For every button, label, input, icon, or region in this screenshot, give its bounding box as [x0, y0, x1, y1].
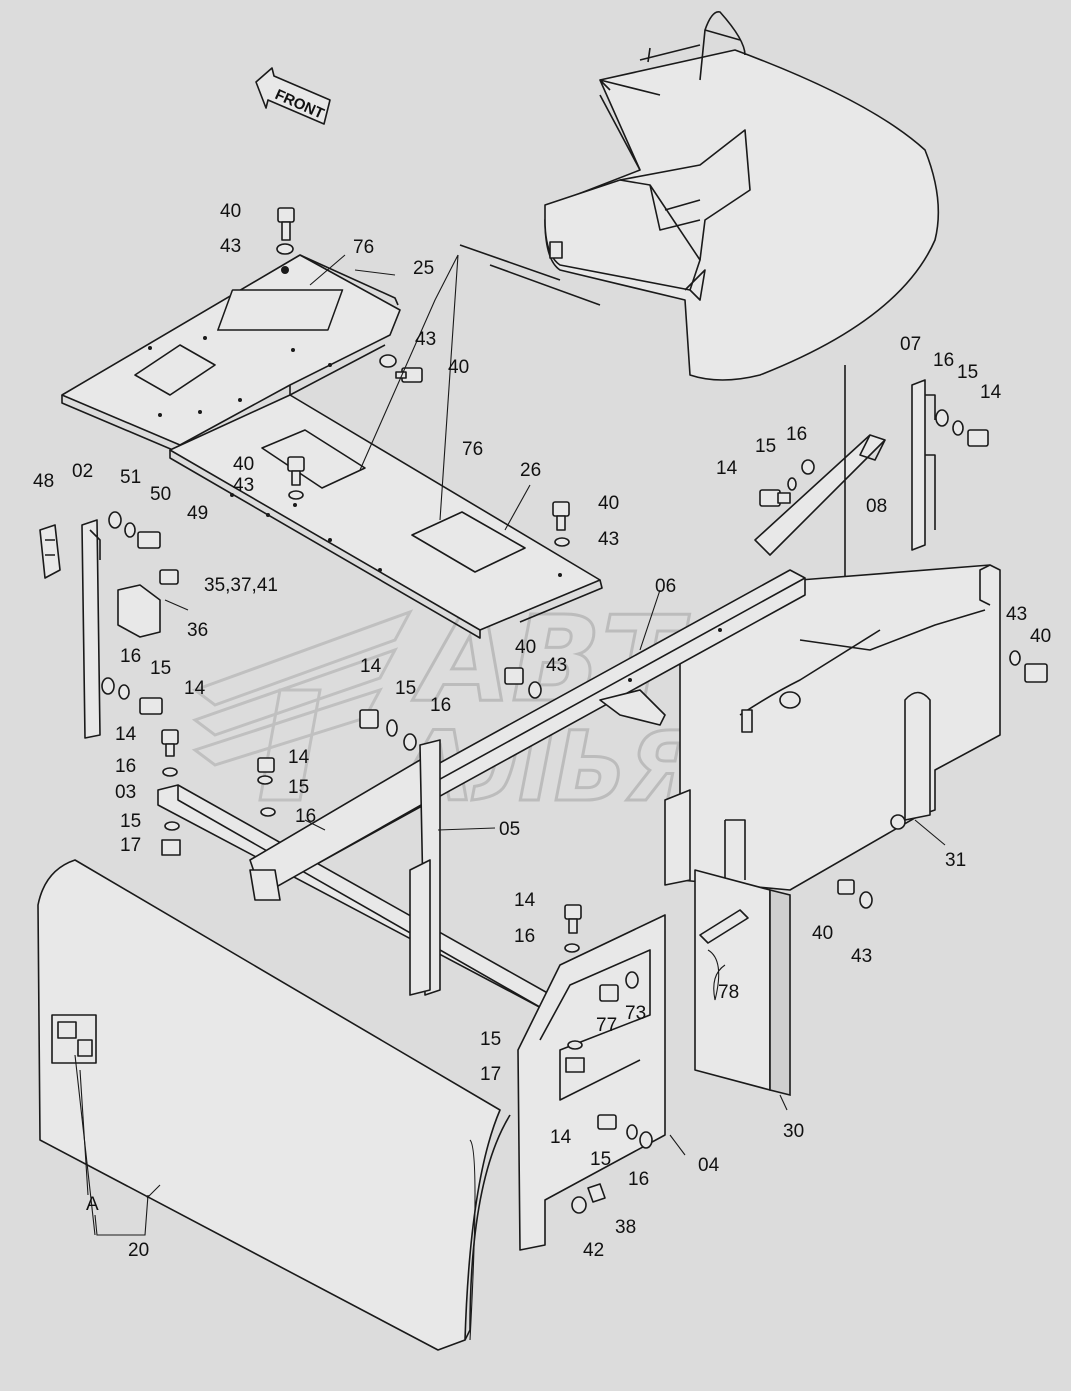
label-49: 49 — [187, 503, 208, 524]
label-35-37-41: 35,37,41 — [204, 575, 278, 596]
label-14: 14 — [980, 382, 1002, 403]
label-04: 04 — [698, 1155, 720, 1176]
label-51: 51 — [120, 467, 141, 488]
label-16: 16 — [933, 350, 954, 371]
label-A: A — [86, 1194, 99, 1215]
label-76: 76 — [462, 439, 483, 460]
label-26: 26 — [520, 460, 541, 481]
front-arrow: FRONT — [255, 67, 331, 125]
label-43: 43 — [1006, 604, 1027, 625]
left-brackets — [39, 511, 179, 739]
frame-03-05 — [157, 739, 691, 1011]
label-40: 40 — [448, 357, 469, 378]
label-05: 05 — [499, 819, 520, 840]
label-14: 14 — [288, 747, 310, 768]
label-43: 43 — [851, 946, 872, 967]
label-30: 30 — [783, 1121, 804, 1142]
label-17: 17 — [480, 1064, 501, 1085]
label-06: 06 — [655, 576, 676, 597]
label-25: 25 — [413, 258, 434, 279]
label-20: 20 — [128, 1240, 149, 1261]
label-15: 15 — [288, 777, 309, 798]
watermark-logo — [191, 609, 414, 802]
label-40: 40 — [1030, 626, 1051, 647]
leader-lines — [74, 254, 946, 1236]
label-15: 15 — [120, 811, 141, 832]
label-43: 43 — [546, 655, 567, 676]
label-40: 40 — [220, 201, 241, 222]
label-76: 76 — [353, 237, 374, 258]
side-panel-31 — [679, 564, 1048, 909]
fasteners-middle — [161, 667, 542, 856]
label-16: 16 — [514, 926, 535, 947]
label-14: 14 — [514, 890, 536, 911]
label-16: 16 — [120, 646, 141, 667]
label-78: 78 — [718, 982, 739, 1003]
part-labels: 40 43 76 25 43 40 07 16 15 14 15 16 14 0… — [33, 201, 1051, 1261]
label-16: 16 — [295, 806, 316, 827]
label-14: 14 — [184, 678, 206, 699]
label-15: 15 — [480, 1029, 501, 1050]
label-03: 03 — [115, 782, 136, 803]
label-40: 40 — [233, 454, 254, 475]
cab-hood — [459, 11, 940, 381]
label-42: 42 — [583, 1240, 604, 1261]
label-40: 40 — [812, 923, 833, 944]
fasteners-top — [276, 207, 570, 547]
label-08: 08 — [866, 496, 887, 517]
label-15: 15 — [957, 362, 978, 383]
label-16: 16 — [430, 695, 451, 716]
plate-26 — [169, 394, 603, 639]
end-frame-04 — [517, 904, 666, 1251]
label-73: 73 — [625, 1003, 646, 1024]
label-43: 43 — [415, 329, 436, 350]
label-15: 15 — [150, 658, 171, 679]
label-50: 50 — [150, 484, 171, 505]
label-31: 31 — [945, 850, 966, 871]
label-48: 48 — [33, 471, 54, 492]
label-38: 38 — [615, 1217, 636, 1238]
label-17: 17 — [120, 835, 141, 856]
label-77: 77 — [596, 1015, 617, 1036]
label-16: 16 — [115, 756, 136, 777]
label-15: 15 — [395, 678, 416, 699]
label-14: 14 — [716, 458, 738, 479]
label-43: 43 — [220, 236, 241, 257]
pad-30-78 — [694, 869, 791, 1097]
label-16: 16 — [628, 1169, 649, 1190]
brackets-07-08 — [754, 365, 989, 612]
label-15: 15 — [755, 436, 776, 457]
label-40: 40 — [515, 637, 536, 658]
label-43: 43 — [598, 529, 619, 550]
label-07: 07 — [900, 334, 921, 355]
label-02: 02 — [72, 461, 93, 482]
label-14: 14 — [550, 1127, 572, 1148]
hood-panel-20 — [37, 859, 511, 1351]
label-14: 14 — [360, 656, 382, 677]
label-40: 40 — [598, 493, 619, 514]
label-43: 43 — [233, 475, 254, 496]
label-14: 14 — [115, 724, 137, 745]
label-16: 16 — [786, 424, 807, 445]
label-36: 36 — [187, 620, 208, 641]
label-15: 15 — [590, 1149, 611, 1170]
